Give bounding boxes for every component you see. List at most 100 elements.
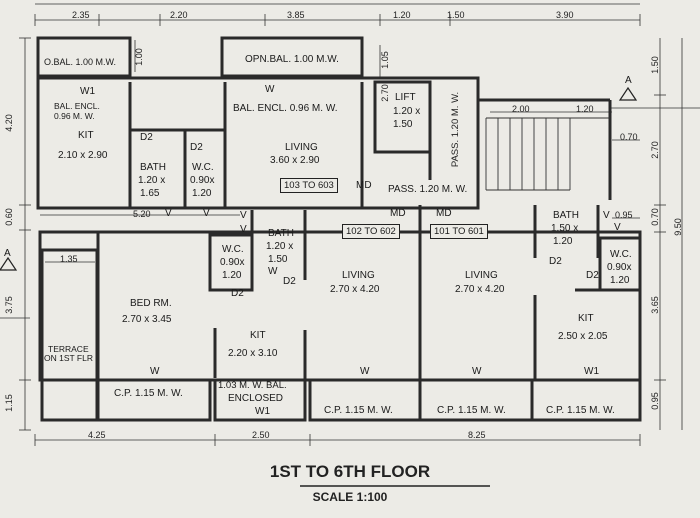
section-marks [0,86,638,271]
open-balcony-top: OPN.BAL. 1.00 M.W. [245,54,339,65]
living-right: LIVING [465,270,498,281]
wc-mid-size-2: 1.20 [222,270,242,281]
vent-v-3: V [240,210,247,221]
right-dim-5: 0.95 [649,392,660,410]
living-top-size: 3.60 x 2.90 [270,155,320,166]
window-w1-2: W1 [255,406,270,417]
chajja-4: C.P. 1.15 M. W. [546,405,615,416]
lift-size-1: 1.20 x [393,106,421,117]
right-dim-4: 3.65 [649,296,660,314]
kitchen-mid: KIT [250,330,266,341]
door-main-2: MD [390,208,406,219]
bath-left-size-1: 1.20 x [138,175,166,186]
bath-right: BATH [553,210,579,221]
living-mid: LIVING [342,270,375,281]
wc-mid: W.C. [222,244,244,255]
bal-small-dim: 1.00 [133,48,144,66]
flat-tag-101: 101 TO 601 [430,224,488,239]
bedroom: BED RM. [130,298,172,309]
chajja-1: C.P. 1.15 M. W. [114,388,183,399]
door-d2-3: D2 [231,288,244,299]
right-dim-3: 0.70 [649,208,660,226]
passage-vertical: PASS. 1.20 M. W. [450,91,462,168]
lift: LIFT [395,92,416,103]
window-w-4: W [472,366,482,377]
passage-horizontal: PASS. 1.20 M. W. [388,184,468,195]
wc-right-size-2: 1.20 [610,275,630,286]
wc-right: W.C. [610,249,632,260]
section-mark-left: A [4,248,11,259]
top-dim-1: 2.35 [72,10,90,20]
terrace-width-dim: 1.35 [60,254,78,264]
bal-encl-small-line1: BAL. ENCL. [54,101,100,111]
bath-left-size-2: 1.65 [140,188,160,199]
wc-side-dim: 0.95 [615,210,633,220]
window-w-2: W [150,366,160,377]
top-dim-4: 1.20 [393,10,411,20]
stair-dim-1: 2.00 [512,104,530,114]
bal-top-dim: 1.05 [379,51,390,69]
window-w1-1: W1 [80,86,95,97]
window-w-1: W [265,84,275,95]
vent-v-4: V [240,224,247,235]
door-d2-2: D2 [190,142,203,153]
left-dim-2: 0.60 [3,208,14,226]
bath-mid: BATH [268,228,294,239]
bottom-dim-3: 8.25 [468,430,486,440]
wc-right-size-1: 0.90x [607,262,632,273]
left-dim-4: 1.15 [3,394,14,412]
terrace-line2: ON 1ST FLR [44,353,93,363]
bath-right-size-1: 1.50 x [551,223,579,234]
dimension-lines [0,3,700,446]
walls [36,36,642,422]
bottom-dim-2: 2.50 [252,430,270,440]
bal-enclosed-line2: ENCLOSED [228,393,284,404]
bedroom-size: 2.70 x 3.45 [122,314,172,325]
living-top: LIVING [285,142,318,153]
window-w-3: W [360,366,370,377]
door-main-1: MD [356,180,372,191]
door-d2-4: D2 [283,276,296,287]
left-dim-3: 3.75 [3,296,14,314]
bal-encl-small-line2: 0.96 M. W. [54,111,95,121]
top-dim-6: 3.90 [556,10,574,20]
open-balcony-small: O.BAL. 1.00 M.W. [44,57,117,67]
door-d2-1: D2 [140,132,153,143]
right-dim-2: 2.70 [649,141,660,159]
door-d2-6: D2 [586,270,599,281]
wc-left: W.C. [192,162,214,173]
chajja-2: C.P. 1.15 M. W. [324,405,393,416]
window-w1-3: W1 [584,366,599,377]
vent-v-5: V [614,222,621,233]
top-dim-5: 1.50 [447,10,465,20]
w1-width-dim: 5.20 [133,209,151,219]
vent-v-1: V [165,208,172,219]
stair [485,117,610,191]
stair-dim-2: 1.20 [576,104,594,114]
kitchen-left: KIT [78,130,94,141]
bath-mid-size-1: 1.20 x [266,241,294,252]
chajja-3: C.P. 1.15 M. W. [437,405,506,416]
vent-v-6: V [603,210,610,221]
wc-left-size-2: 1.20 [192,188,212,199]
bath-right-size-2: 1.20 [553,236,573,247]
bath-left: BATH [140,162,166,173]
top-dim-2: 2.20 [170,10,188,20]
living-mid-size: 2.70 x 4.20 [330,284,380,295]
lift-size-2: 1.50 [393,119,413,130]
kitchen-right: KIT [578,313,594,324]
kitchen-mid-size: 2.20 x 3.10 [228,348,278,359]
right-dim-6: 9.50 [672,218,683,236]
top-dim-3: 3.85 [287,10,305,20]
bath-mid-size-2: 1.50 [268,254,288,265]
door-d2-5: D2 [549,256,562,267]
bal-encl-main: BAL. ENCL. 0.96 M. W. [233,103,338,114]
bottom-dim-1: 4.25 [88,430,106,440]
flat-tag-102: 102 TO 602 [342,224,400,239]
wc-mid-size-1: 0.90x [220,257,245,268]
right-dim-1: 1.50 [649,56,660,74]
bal-enclosed-line1: 1.03 M. W. BAL. [218,380,287,391]
vent-v-2: V [203,208,210,219]
terrace-line1: TERRACE [48,344,89,354]
